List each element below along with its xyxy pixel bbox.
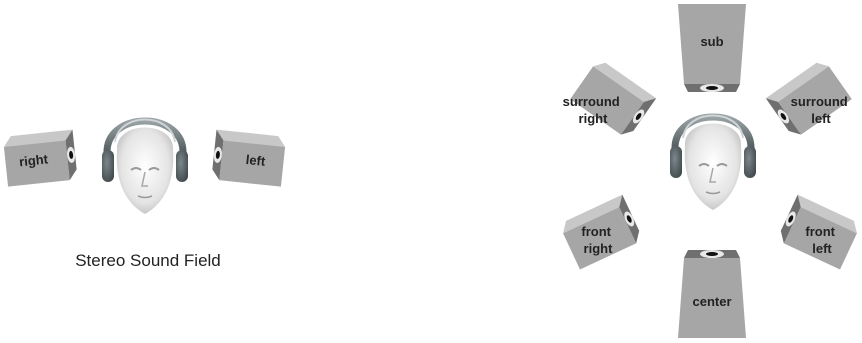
- stereo-speaker-right: right: [3, 130, 78, 187]
- stereo-caption: Stereo Sound Field: [75, 251, 221, 270]
- stereo-sound-field: right left Stereo Sound Field: [3, 120, 286, 271]
- speaker-sub: sub: [678, 4, 746, 92]
- speaker-label: right: [18, 151, 49, 169]
- head-with-headphones-icon: [102, 120, 188, 215]
- speaker-label: sub: [700, 34, 723, 49]
- speaker-label: center: [692, 294, 731, 309]
- stereo-speaker-left: left: [211, 130, 286, 187]
- head-with-headphones-icon: [670, 116, 756, 211]
- speaker-center: center: [678, 250, 746, 338]
- speaker-label: left: [245, 152, 267, 169]
- surround-sound-field: sub center surround right surround left …: [559, 4, 861, 338]
